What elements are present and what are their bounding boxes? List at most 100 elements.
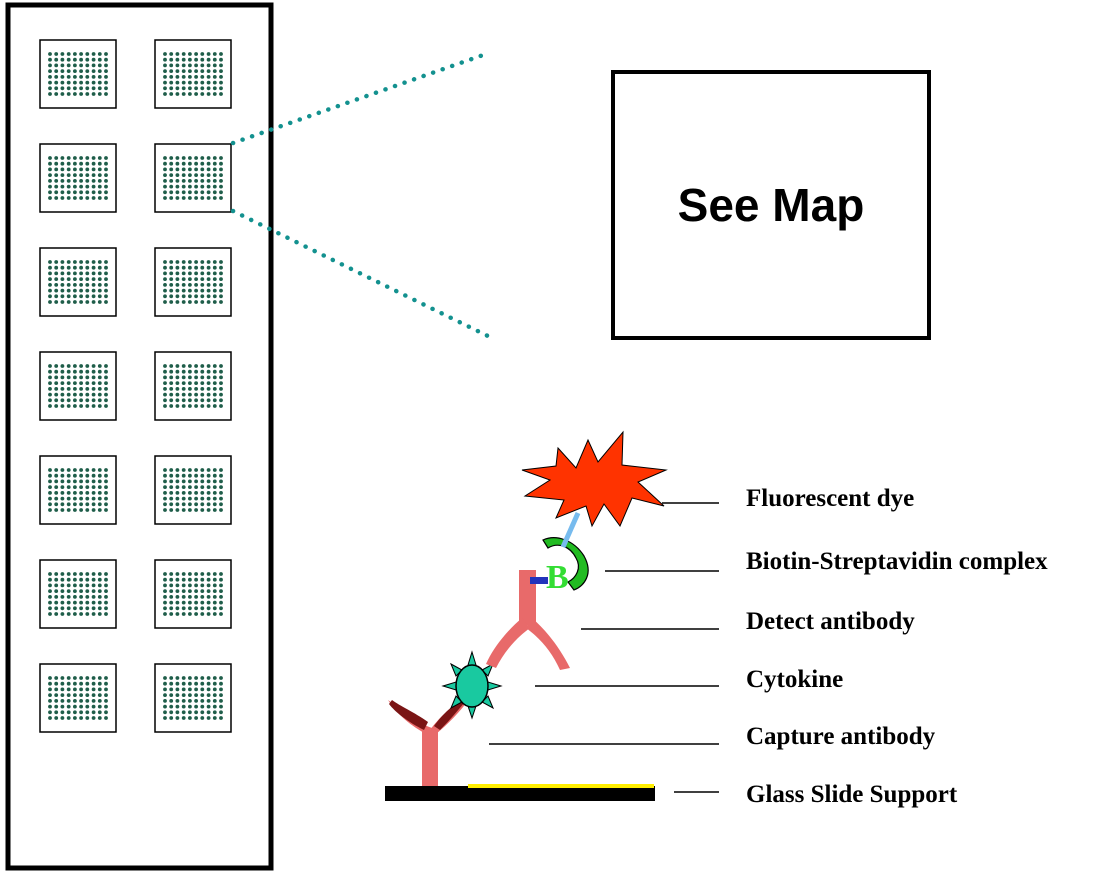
- array-spot: [219, 387, 223, 391]
- array-spot: [163, 277, 167, 281]
- array-spot: [194, 63, 199, 68]
- array-spot: [60, 75, 65, 79]
- array-spot: [79, 69, 83, 73]
- array-spot: [212, 283, 217, 287]
- array-spot: [188, 277, 192, 281]
- array-spot: [175, 294, 180, 299]
- array-spot: [54, 704, 59, 709]
- array-spot: [181, 381, 186, 385]
- array-spot: [212, 583, 217, 588]
- array-spot: [200, 265, 205, 270]
- array-spot: [163, 375, 167, 380]
- array-spot: [212, 57, 217, 62]
- array-spot: [97, 69, 102, 73]
- array-spot: [200, 271, 205, 276]
- array-spot: [54, 508, 59, 512]
- array-spot: [91, 381, 96, 385]
- array-spot: [206, 583, 211, 588]
- array-spot: [79, 572, 83, 576]
- array-spot: [194, 595, 199, 599]
- array-spot: [73, 381, 77, 385]
- array-spot: [200, 583, 205, 588]
- array-spot: [212, 260, 217, 264]
- array-spot: [163, 710, 167, 715]
- array-spot: [194, 491, 199, 495]
- array-well: [39, 351, 117, 421]
- array-spot: [206, 190, 211, 195]
- array-spot: [79, 485, 83, 489]
- array-spot: [181, 606, 186, 611]
- array-spot: [60, 595, 65, 599]
- array-spot: [54, 473, 59, 478]
- array-well: [39, 39, 117, 109]
- array-spot: [73, 612, 77, 616]
- array-spot: [188, 468, 192, 472]
- array-spot: [104, 156, 108, 160]
- array-spot: [91, 52, 96, 56]
- array-spot: [48, 508, 52, 512]
- array-spot: [91, 196, 96, 200]
- array-spot: [200, 294, 205, 299]
- array-spot: [163, 300, 167, 304]
- array-spot: [206, 704, 211, 709]
- array-spot: [212, 369, 217, 374]
- array-spot: [97, 265, 102, 270]
- array-spot: [85, 381, 90, 385]
- array-spot: [104, 173, 108, 178]
- array-spot: [104, 80, 108, 85]
- array-spot: [188, 184, 192, 189]
- array-spot: [163, 294, 167, 299]
- array-spot: [60, 589, 65, 593]
- array-spot: [194, 364, 199, 368]
- array-spot: [194, 681, 199, 686]
- array-spot: [219, 369, 223, 374]
- array-spot: [169, 687, 174, 692]
- array-spot: [200, 92, 205, 96]
- array-spot: [66, 508, 71, 512]
- array-spot: [79, 179, 83, 183]
- array-spot: [181, 265, 186, 270]
- array-spot: [219, 508, 223, 512]
- array-spot: [97, 600, 102, 605]
- array-spot: [206, 92, 211, 96]
- array-spot: [66, 173, 71, 178]
- array-spot: [48, 294, 52, 299]
- array-spot: [97, 496, 102, 501]
- array-spot: [79, 583, 83, 588]
- array-spot: [97, 271, 102, 276]
- array-spot: [60, 577, 65, 582]
- array-spot: [188, 606, 192, 611]
- array-spot: [97, 173, 102, 178]
- array-spot: [73, 398, 77, 403]
- array-spot: [97, 80, 102, 85]
- array-spot: [54, 75, 59, 79]
- array-spot: [206, 375, 211, 380]
- array-well-frame: [39, 663, 117, 733]
- array-spot: [91, 589, 96, 593]
- array-spot: [188, 502, 192, 507]
- array-well-frame: [154, 39, 232, 109]
- array-spot: [206, 600, 211, 605]
- array-spot: [54, 600, 59, 605]
- array-spot: [73, 92, 77, 96]
- array-spot: [219, 52, 223, 56]
- array-spot: [188, 271, 192, 276]
- array-spot: [104, 716, 108, 720]
- array-spot: [66, 69, 71, 73]
- array-spot: [97, 277, 102, 281]
- array-spot: [79, 496, 83, 501]
- array-spot: [85, 277, 90, 281]
- array-spot: [73, 491, 77, 495]
- array-spot: [194, 473, 199, 478]
- array-spot: [200, 479, 205, 484]
- array-spot: [206, 288, 211, 293]
- array-spot: [104, 600, 108, 605]
- array-spot: [79, 80, 83, 85]
- array-spot: [85, 375, 90, 380]
- array-spot: [194, 294, 199, 299]
- array-spot: [60, 468, 65, 472]
- array-spot: [163, 161, 167, 166]
- array-spot: [85, 577, 90, 582]
- array-spot: [169, 676, 174, 680]
- array-spot: [97, 612, 102, 616]
